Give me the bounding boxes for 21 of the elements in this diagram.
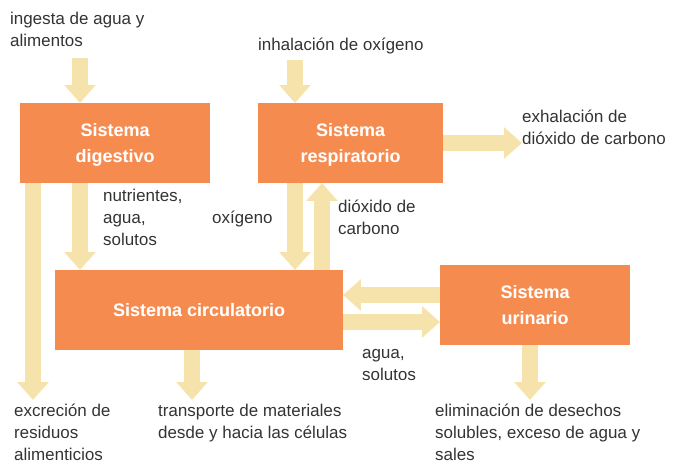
text-label: inhalación de oxígeno [258,34,478,60]
text-label: exhalación de dióxido de carbono [522,106,672,181]
arrow [514,345,546,400]
text-label: ingesta de agua y alimentos [10,8,200,58]
arrow [343,279,440,311]
text-label: excreción de residuos alimenticios [14,400,154,469]
arrow [64,58,96,103]
arrow [306,183,338,270]
arrow [17,183,49,400]
system-box: Sistema circulatorio [55,270,343,350]
arrow [64,183,96,270]
text-label: eliminación de desechos solubles, exceso de agua y sales [435,400,675,469]
text-label: transporte de materiales desde y hacia las células [158,400,348,469]
arrow [279,183,311,270]
arrow [443,127,522,159]
arrow [176,350,208,400]
arrow [343,306,440,338]
system-box: Sistema respiratorio [258,103,443,183]
system-box: Sistema urinario [440,265,630,345]
arrow [279,60,311,103]
system-box: Sistema digestivo [20,103,210,183]
